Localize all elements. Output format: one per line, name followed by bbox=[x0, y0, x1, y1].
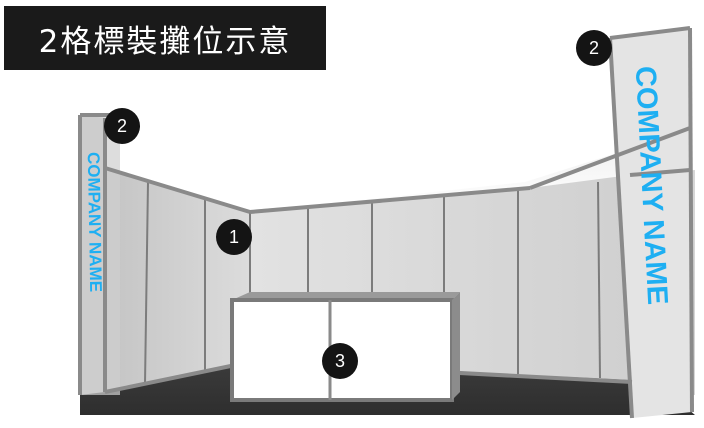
left-side-wall bbox=[105, 170, 250, 392]
marker-counter: 3 bbox=[322, 343, 358, 379]
right-fascia-panel bbox=[610, 28, 692, 418]
marker-right-fascia: 2 bbox=[576, 30, 612, 66]
company-name-left: COMPANY NAME bbox=[83, 151, 106, 293]
marker-side-wall: 1 bbox=[216, 219, 252, 255]
left-fascia-front bbox=[80, 115, 120, 395]
marker-left-fascia: 2 bbox=[104, 108, 140, 144]
page-title: 2格標裝攤位示意 bbox=[4, 6, 326, 70]
